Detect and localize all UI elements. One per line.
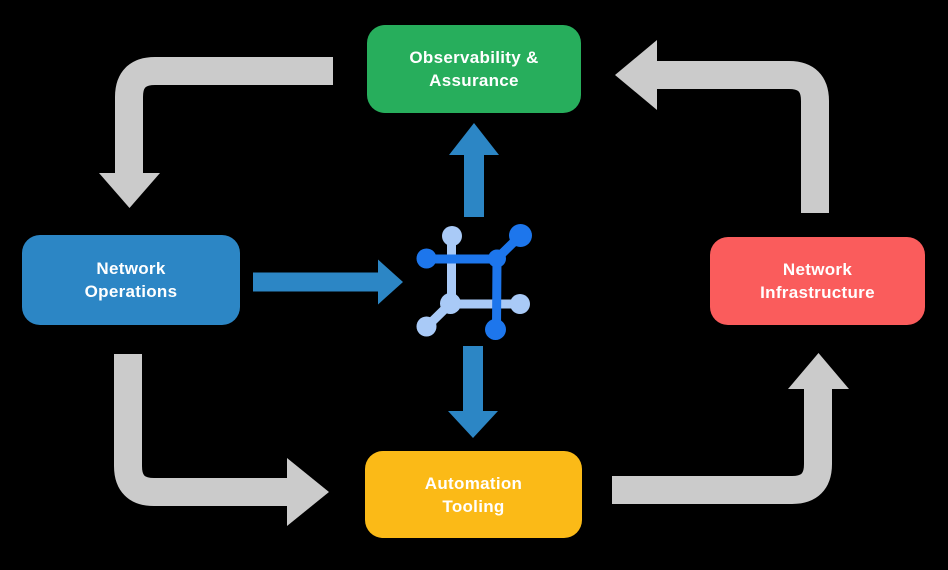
node-network-infrastructure: Network Infrastructure	[710, 237, 925, 325]
flow-arrow-operations-to-hub	[253, 259, 403, 305]
node-label-line: Network	[96, 259, 166, 278]
network-hub-icon	[416, 224, 532, 340]
cycle-arrow-infrastructure-to-observability	[615, 40, 829, 213]
cycle-arrow-operations-to-automation	[114, 354, 329, 526]
node-label-line: Observability &	[409, 48, 539, 67]
flow-arrow-hub-to-automation	[448, 346, 498, 438]
flow-arrow-hub-to-observability	[449, 123, 499, 217]
node-label-line: Automation	[424, 473, 523, 493]
node-label-line: Tooling	[442, 496, 505, 516]
node-automation-tooling: Automation Tooling	[365, 451, 582, 538]
node-label-line: Infrastructure	[760, 283, 875, 302]
node-observability-assurance: Observability & Assurance	[367, 25, 581, 113]
node-label-line: Network	[782, 260, 853, 279]
cycle-arrow-observability-to-operations	[99, 57, 333, 208]
cycle-arrow-automation-to-infrastructure	[612, 353, 849, 504]
node-label-line: Assurance	[429, 71, 519, 90]
node-network-operations: Network Operations	[22, 235, 240, 325]
node-label-line: Operations	[84, 282, 178, 301]
